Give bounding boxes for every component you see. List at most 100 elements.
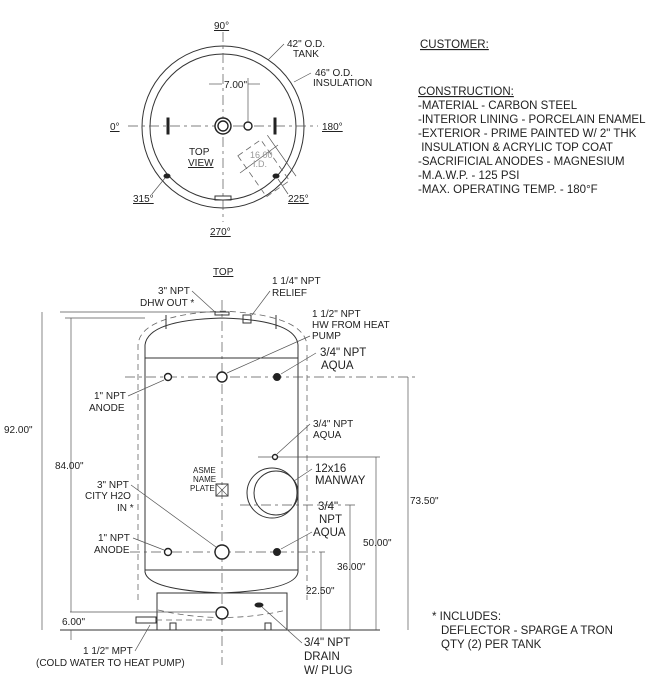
lug-180 [273,117,277,135]
leader-anode-top [127,379,165,397]
notes: CUSTOMER: CONSTRUCTION: -MATERIAL - CARB… [418,39,646,651]
includes-title: * INCLUDES: [432,611,501,623]
view-label-view: VIEW [188,158,214,169]
nameplate-label: NAME [193,475,216,484]
anode-port-upper [163,372,173,382]
leader-city [130,484,217,548]
angle-0: 0° [110,122,120,133]
dhw-out-label: DHW OUT * [140,298,194,309]
offset-port [243,121,253,131]
aqua-mid-label: AQUA [313,430,342,441]
manway-id-value: 16.00 [250,150,273,160]
leader-manway [293,468,313,482]
insulation-outline [137,310,308,600]
lug-315 [163,173,171,179]
tank-od: 42" O.D. [287,39,325,50]
cold-water-pipe [135,616,157,624]
drain-label: W/ PLUG [304,665,353,677]
includes-item: QTY (2) PER TANK [441,639,542,651]
drain-label: DRAIN [304,651,340,663]
angle-270: 270° [210,227,231,238]
leader-dhw [191,290,216,313]
dim-aqua-mid: 50.00" [363,538,392,549]
aqua-port-upper [273,373,281,381]
nameplate-cross [215,483,229,497]
anode-low-size: 1" NPT [98,533,130,544]
insulation-od: 46" O.D. [315,68,353,79]
construction-item: -MATERIAL - CARBON STEEL [418,100,578,112]
anode-top-label: ANODE [89,403,125,414]
dim-lower-ports: 22.50" [306,586,335,597]
manway-outer [246,467,298,519]
insulation-od-label: INSULATION [313,78,372,89]
leader-cold [134,624,151,652]
hw-from-hp-size: 1 1/2" NPT [312,309,361,320]
skirt-foot [169,622,177,631]
leader-315 [151,177,166,195]
manway-id-label: I.D. [253,159,267,169]
front-top-label: TOP [213,267,234,278]
cold-out-size: 1 1/2" MPT [83,646,133,657]
leader-aqua-low [280,531,313,550]
aqua-low-size: 3/4" [318,501,338,513]
tank-od-label: TANK [293,49,319,60]
aqua-low-label: AQUA [313,527,346,539]
dhw-out-size: 3" NPT [158,286,190,297]
leader-relief [251,290,271,316]
construction-item: -M.A.W.P. - 125 PSI [418,170,519,182]
includes-item: DEFLECTOR - SPARGE A TRON [441,625,613,637]
leader-225 [277,178,289,195]
angle-90: 90° [214,21,229,32]
nameplate-label: PLATE [190,484,215,493]
aqua-top-size: 3/4" NPT [320,347,366,359]
relief-port [242,314,252,324]
offset-dim: 7.00" [224,80,247,91]
leader-tank [267,43,285,61]
manway-label: MANWAY [315,475,366,487]
leader-aqua-mid [276,423,311,455]
construction-item: -MAX. OPERATING TEMP. - 180°F [418,184,598,196]
angle-180: 180° [322,122,343,133]
construction-item: -EXTERIOR - PRIME PAINTED W/ 2" THK [418,128,637,140]
view-label-top: TOP [189,147,210,158]
relief-label: RELIEF [272,288,307,299]
dim-manway: 36.00" [337,562,366,573]
nameplate-box [215,483,229,497]
dim-overall: 92.00" [4,425,33,436]
dim-upper-ports: 73.50" [410,496,439,507]
anode-low-label: ANODE [94,545,130,556]
hw-from-hp-label: PUMP [312,331,341,342]
manway-size: 12x16 [315,463,346,475]
drain-port [254,602,264,608]
drain-mark [214,195,232,201]
dim-shell: 84.00" [55,461,84,472]
construction-item: INSULATION & ACRYLIC TOP COAT [418,142,613,154]
construction-item: -INTERIOR LINING - PORCELAIN ENAMEL [418,114,646,126]
manway-dim-line [239,144,279,174]
manway-inner [253,470,299,516]
aqua-mid-size: 3/4" NPT [313,419,353,430]
anode-port-lower [163,547,173,557]
angle-225: 225° [288,194,309,205]
dim-base: 6.00" [62,617,85,628]
leader-drain [261,606,303,644]
city-in-label: CITY H2O [85,491,131,502]
customer-label: CUSTOMER: [420,39,489,51]
anode-top-size: 1" NPT [94,391,126,402]
manway-face [267,134,297,177]
nameplate-label: ASME [193,466,216,475]
center-port-inner [217,120,229,132]
leader-aqua-top [280,352,317,375]
leader-insulation [293,72,312,83]
aqua-port-mid [271,453,279,461]
construction-title: CONSTRUCTION: [418,86,514,98]
city-in-size: 3" NPT [97,480,129,491]
aqua-low-label: NPT [319,514,342,526]
manway-outline [237,134,297,198]
lug-0 [166,117,170,135]
top-view: 16.00 I.D. 7.00" 90° 0° 180° 270° 315° 2… [110,21,372,238]
cold-out-label: (COLD WATER TO HEAT PUMP) [36,658,185,669]
angle-315: 315° [133,194,154,205]
lug-225 [272,173,280,179]
